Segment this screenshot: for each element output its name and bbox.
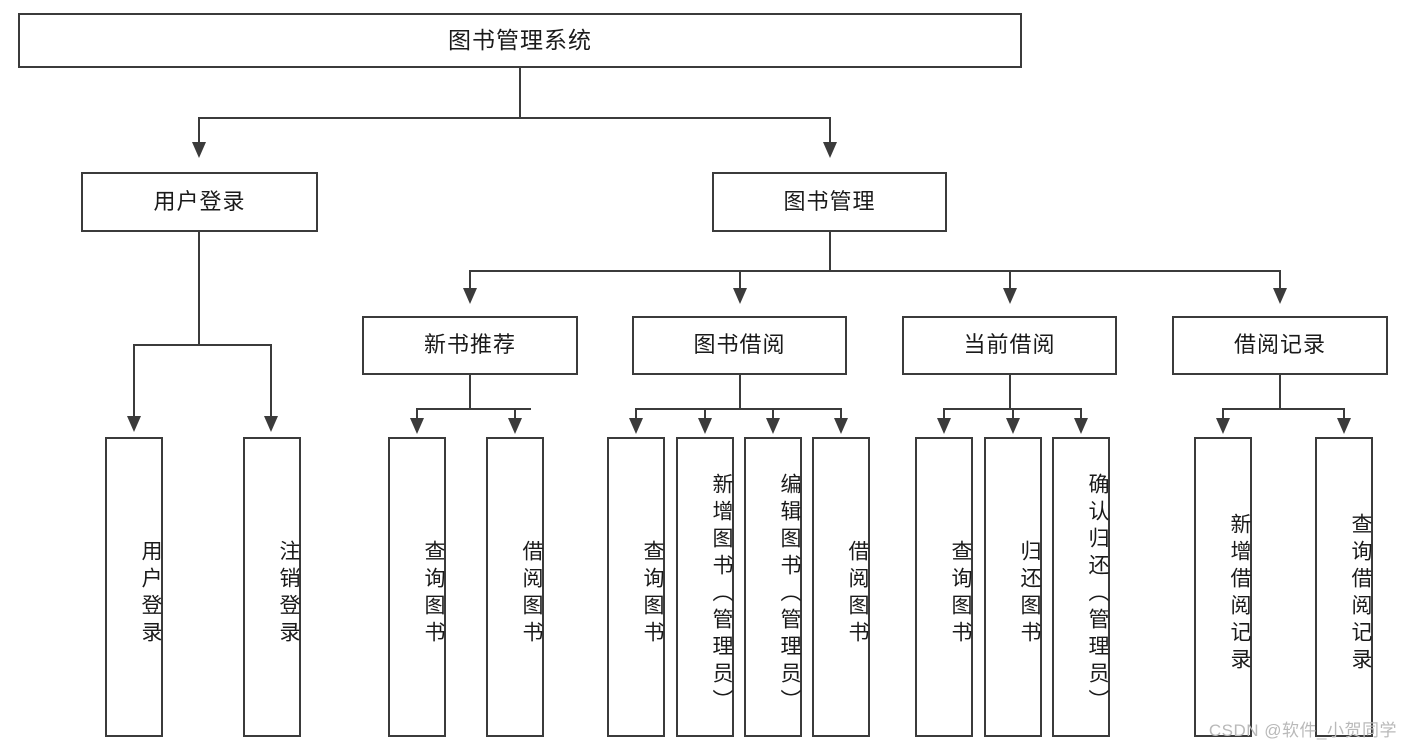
leaf-query-books-recommendation[interactable]: 查询图书 [388,437,446,737]
arrow-current-borrow-to-leaf-3 [1074,418,1088,434]
node-label: 查询图书 [641,540,664,648]
connector-bm-to-book-borrow [739,270,741,290]
connector-user-login-stem [198,232,200,345]
leaf-return-books[interactable]: 归还图书 [984,437,1042,737]
arrow-user-login-to-leaf-1 [127,416,141,432]
arrow-root-to-book-management [823,142,837,158]
connector-new-book-to-leaf-1 [416,408,418,420]
node-user-login[interactable]: 用户登录 [81,172,318,232]
connector-new-book-stem [469,375,471,409]
leaf-query-borrow-record[interactable]: 查询借阅记录 [1315,437,1373,737]
connector-new-book-bus [416,408,531,410]
node-new-book-recommendation[interactable]: 新书推荐 [362,316,578,375]
arrow-bm-to-borrow-record [1273,288,1287,304]
node-book-borrow[interactable]: 图书借阅 [632,316,847,375]
node-label: 用户登录 [153,188,246,214]
connector-current-borrow-to-leaf-1 [943,408,945,420]
leaf-query-books-borrow[interactable]: 查询图书 [607,437,665,737]
connector-user-login-to-leaf-1 [133,344,135,419]
connector-book-borrow-to-leaf-4 [840,408,842,420]
connector-root-bus [198,117,831,119]
node-label: 用户登录 [139,540,162,648]
node-label: 查询图书 [949,540,972,648]
node-label: 图书管理系统 [448,26,592,53]
connector-borrow-record-stem [1279,375,1281,409]
node-current-borrow[interactable]: 当前借阅 [902,316,1117,375]
node-label: 新增图书（管理员） [710,472,733,716]
connector-root-to-user-login [198,117,200,145]
connector-borrow-record-to-leaf-2 [1343,408,1345,420]
leaf-query-books-current[interactable]: 查询图书 [915,437,973,737]
node-label: 新书推荐 [423,332,516,358]
connector-new-book-to-leaf-2 [514,408,516,420]
connector-bm-to-current-borrow [1009,270,1011,290]
node-label: 图书借阅 [693,332,786,358]
arrow-user-login-to-leaf-2 [264,416,278,432]
node-label: 查询图书 [422,540,445,648]
connector-bm-to-borrow-record [1279,270,1281,290]
node-label: 借阅图书 [846,540,869,648]
leaf-confirm-return-admin[interactable]: 确认归还（管理员） [1052,437,1110,737]
leaf-add-borrow-record[interactable]: 新增借阅记录 [1194,437,1252,737]
node-label: 注销登录 [277,540,300,648]
arrow-current-borrow-to-leaf-1 [937,418,951,434]
leaf-borrow-books[interactable]: 借阅图书 [812,437,870,737]
arrow-borrow-record-to-leaf-1 [1216,418,1230,434]
connector-borrow-record-to-leaf-1 [1222,408,1224,420]
arrow-book-borrow-to-leaf-2 [698,418,712,434]
node-label: 图书管理 [783,188,876,214]
arrow-book-borrow-to-leaf-4 [834,418,848,434]
leaf-user-login[interactable]: 用户登录 [105,437,163,737]
node-root-book-management-system[interactable]: 图书管理系统 [18,13,1022,68]
node-label: 确认归还（管理员） [1086,472,1109,716]
arrow-new-book-to-leaf-1 [410,418,424,434]
arrow-bm-to-new-book [463,288,477,304]
arrow-current-borrow-to-leaf-2 [1006,418,1020,434]
leaf-edit-book-admin[interactable]: 编辑图书（管理员） [744,437,802,737]
connector-current-borrow-to-leaf-2 [1012,408,1014,420]
arrow-new-book-to-leaf-2 [508,418,522,434]
arrow-root-to-user-login [192,142,206,158]
arrow-borrow-record-to-leaf-2 [1337,418,1351,434]
connector-book-borrow-bus [635,408,841,410]
node-label: 新增借阅记录 [1228,513,1251,675]
connector-book-borrow-to-leaf-2 [704,408,706,420]
leaf-logout[interactable]: 注销登录 [243,437,301,737]
connector-user-login-to-leaf-2 [270,344,272,419]
connector-bm-to-new-book [469,270,471,290]
connector-borrow-record-bus [1222,408,1344,410]
node-borrow-record[interactable]: 借阅记录 [1172,316,1388,375]
connector-current-borrow-to-leaf-3 [1080,408,1082,420]
connector-user-login-bus [133,344,272,346]
connector-root-to-book-management [829,117,831,145]
leaf-add-book-admin[interactable]: 新增图书（管理员） [676,437,734,737]
connector-book-management-bus [469,270,1280,272]
connector-book-borrow-to-leaf-1 [635,408,637,420]
arrow-book-borrow-to-leaf-1 [629,418,643,434]
node-label: 编辑图书（管理员） [778,472,801,716]
node-label: 归还图书 [1018,540,1041,648]
connector-book-borrow-to-leaf-3 [772,408,774,420]
arrow-bm-to-current-borrow [1003,288,1017,304]
leaf-borrow-books-recommendation[interactable]: 借阅图书 [486,437,544,737]
connector-current-borrow-stem [1009,375,1011,409]
connector-root-stem [519,68,521,118]
node-label: 查询借阅记录 [1349,513,1372,675]
connector-book-management-stem [829,232,831,271]
node-label: 借阅图书 [520,540,543,648]
node-label: 借阅记录 [1233,332,1326,358]
connector-book-borrow-stem [739,375,741,409]
node-book-management[interactable]: 图书管理 [712,172,947,232]
arrow-bm-to-book-borrow [733,288,747,304]
node-label: 当前借阅 [963,332,1056,358]
arrow-book-borrow-to-leaf-3 [766,418,780,434]
